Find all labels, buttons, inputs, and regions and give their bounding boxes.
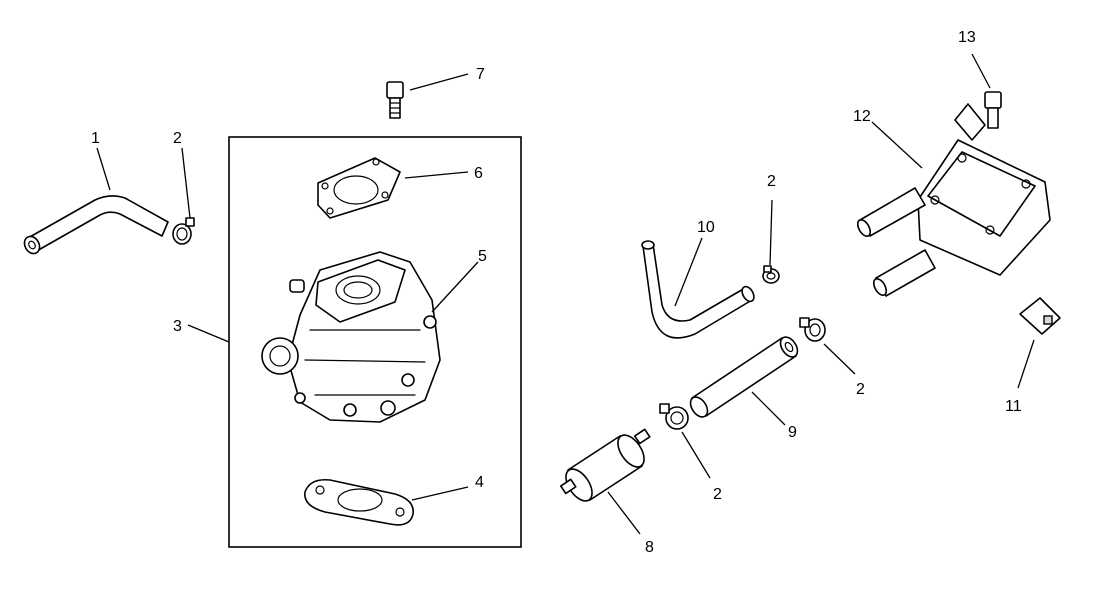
part-8-fuel-filter xyxy=(559,428,651,502)
part-2-hose-clamp-lower xyxy=(659,403,689,430)
part-2-hose-clamp-upper xyxy=(762,265,780,284)
part-10-fuel-hose xyxy=(641,240,755,339)
part-12-fuel-pump xyxy=(856,103,1051,297)
part-5-carburetor xyxy=(261,251,441,423)
part-2-hose-clamp-left xyxy=(172,217,195,245)
part-11-clip xyxy=(1019,297,1061,335)
part-9-fuel-hose xyxy=(689,336,799,418)
callout-6: 6 xyxy=(474,165,483,182)
callout-4: 4 xyxy=(475,474,484,491)
callout-12: 12 xyxy=(853,108,871,125)
callout-9: 9 xyxy=(788,424,797,441)
part-1-fuel-hose xyxy=(23,195,169,255)
callout-3: 3 xyxy=(173,318,182,335)
part-13-bolt xyxy=(984,91,1002,129)
part-6-gasket xyxy=(317,157,401,219)
callout-2-right: 2 xyxy=(856,381,865,398)
leader-lines xyxy=(96,53,1035,535)
callout-2-left: 2 xyxy=(173,130,182,147)
part-7-bolt xyxy=(386,81,404,119)
callout-2-upper: 2 xyxy=(767,173,776,190)
callout-5: 5 xyxy=(478,248,487,265)
callout-11: 11 xyxy=(1005,398,1022,415)
callout-13: 13 xyxy=(958,29,976,46)
callout-10: 10 xyxy=(697,219,715,236)
callout-8: 8 xyxy=(645,539,654,556)
callout-7: 7 xyxy=(476,66,485,83)
part-4-gasket xyxy=(304,478,414,526)
part-2-hose-clamp-right xyxy=(799,317,826,342)
callout-2-lower: 2 xyxy=(713,486,722,503)
callout-1: 1 xyxy=(91,130,100,147)
